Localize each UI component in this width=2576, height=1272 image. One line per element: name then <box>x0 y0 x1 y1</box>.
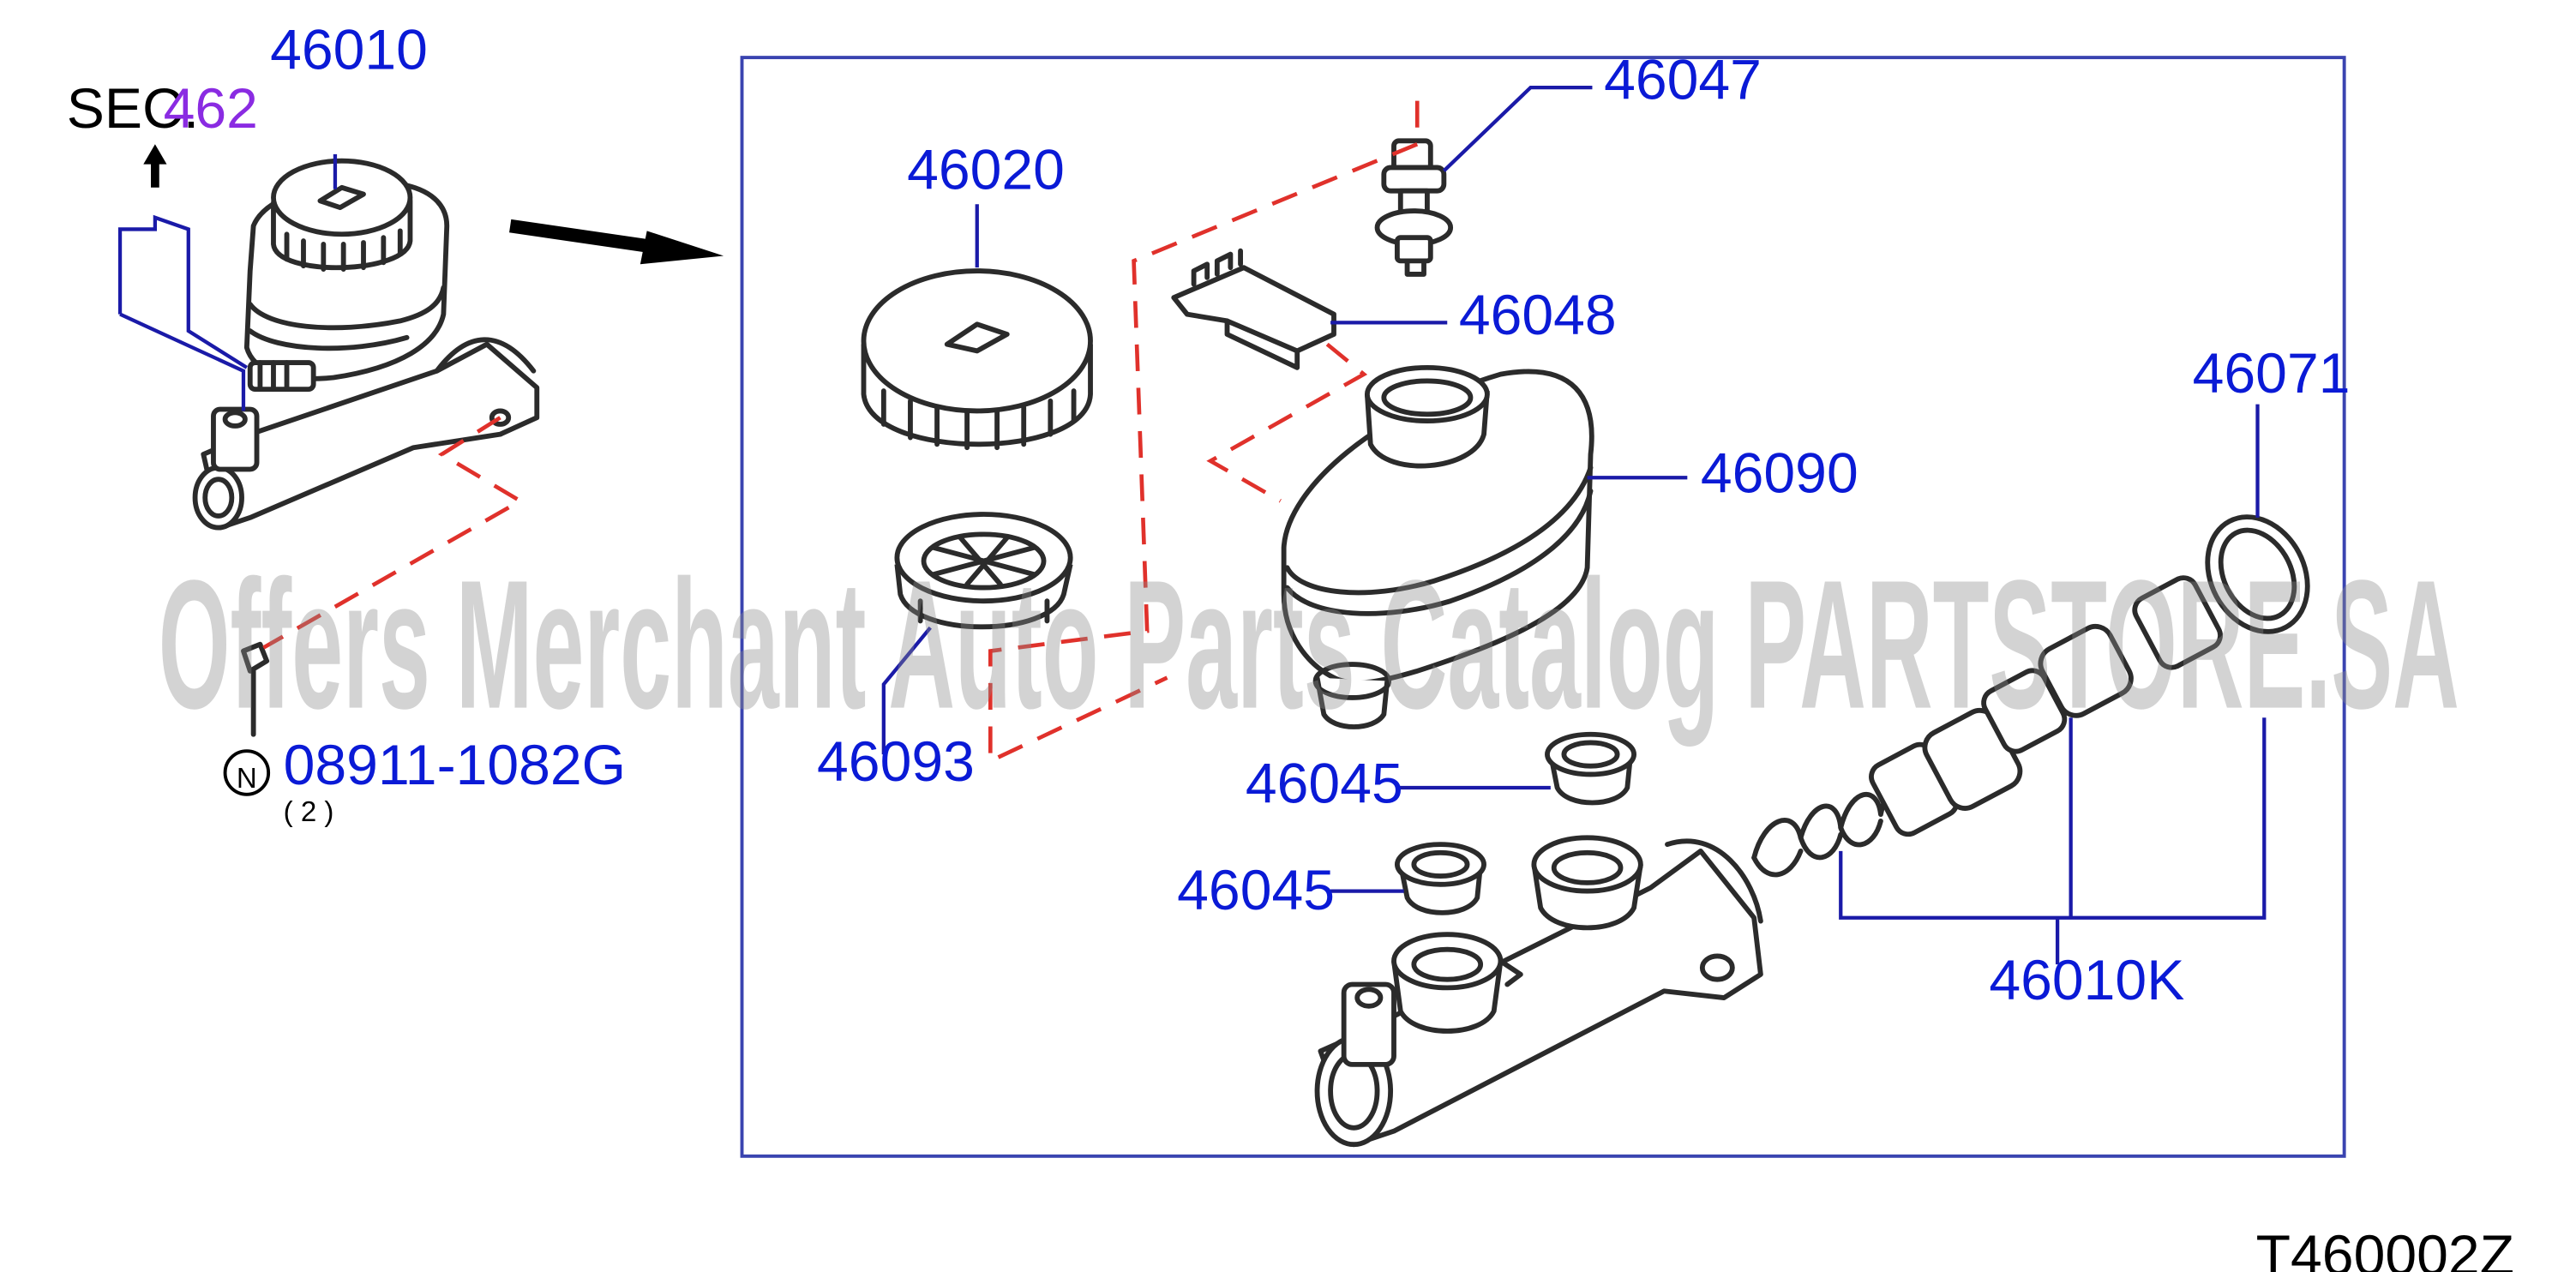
watermark-text: Offers Merchant Auto Parts Catalog PARTS… <box>159 543 2459 747</box>
leader-sec-bracket-lower <box>119 312 246 411</box>
exploded-view-frame <box>740 56 2346 1158</box>
strainer-drawing <box>894 512 1073 630</box>
sec-label: SEC. <box>67 77 199 141</box>
diagram-code: T460002Z <box>2256 1224 2514 1272</box>
part-number-repair-kit[interactable]: 46010K <box>1989 949 2184 1012</box>
grommet-lower-drawing <box>1394 842 1486 915</box>
cap-guide-line <box>988 100 1420 765</box>
bolt-quantity: ( 2 ) <box>284 796 334 828</box>
clip-guide-line <box>1206 342 1368 503</box>
expand-arrowhead-icon <box>639 231 724 265</box>
part-number-clip[interactable]: 46048 <box>1459 284 1617 347</box>
part-number-seal-ring[interactable]: 46071 <box>2193 342 2351 405</box>
part-number-bolt[interactable]: 08911-1082G <box>284 734 626 797</box>
expand-arrow-icon <box>509 219 660 255</box>
bolt-symbol-circle <box>223 749 271 796</box>
piston-kit-drawing <box>1751 514 2310 878</box>
leader-pin <box>1442 85 1593 172</box>
cylinder-body-drawing <box>1314 835 1763 1148</box>
assembly-overview-drawing <box>192 158 540 737</box>
sec-number-link[interactable]: 462 <box>164 77 258 141</box>
reservoir-drawing <box>1281 364 1594 729</box>
cap-drawing <box>861 268 1093 451</box>
leader-sec-bracket <box>117 214 248 369</box>
sec-arrowhead-icon <box>143 144 167 165</box>
bolt-symbol: N <box>237 763 257 795</box>
part-number-strainer[interactable]: 46093 <box>817 730 975 794</box>
part-number-assembly[interactable]: 46010 <box>270 19 428 82</box>
part-number-grommet-lower[interactable]: 46045 <box>1177 859 1335 922</box>
bolt-guide-line <box>262 416 525 650</box>
pin-drawing <box>1374 138 1454 277</box>
part-number-grommet-upper[interactable]: 46045 <box>1246 752 1403 815</box>
leader-repair-kit <box>1839 717 2267 965</box>
grommet-upper-drawing <box>1545 731 1637 806</box>
part-number-pin[interactable]: 46047 <box>1604 49 1762 112</box>
leader-strainer <box>881 626 932 755</box>
clip-drawing <box>1171 248 1336 370</box>
part-number-cap[interactable]: 46020 <box>907 139 1065 202</box>
part-number-reservoir[interactable]: 46090 <box>1701 442 1858 506</box>
